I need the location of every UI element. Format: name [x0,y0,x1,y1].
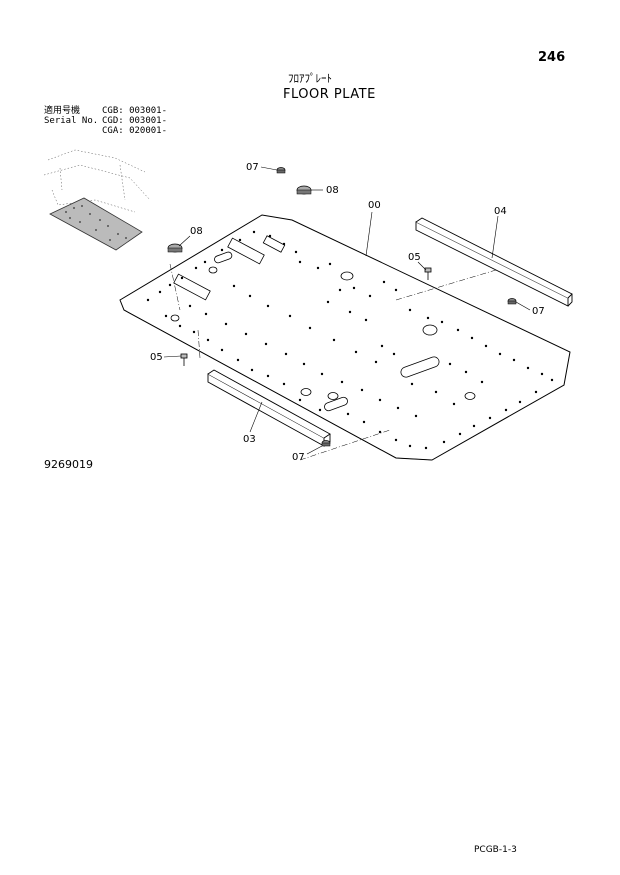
plug-07-right [507,298,517,305]
machine-locator-sketch [43,149,151,213]
document-code: PCGB-1-3 [474,845,517,855]
callout-00: 00 [368,200,381,211]
serial-entry-cgb: CGB: 003001- [102,106,168,116]
rail-04 [415,217,573,307]
callout-07-right: 07 [532,306,545,317]
plug-08-top [296,185,312,195]
bolt-05-left [180,353,188,366]
serial-label-japanese: 適用号機 [44,106,81,116]
callout-03: 03 [243,434,256,445]
serial-entry-cgd: CGD: 003001- [102,116,168,126]
floor-plate-00 [119,214,571,461]
serial-label-english: Serial No. [44,116,99,126]
callout-08-left: 08 [190,226,203,237]
title-japanese: ﾌﾛｱﾌﾟﾚｰﾄ [288,72,332,85]
callout-07-bottom: 07 [292,452,305,463]
title-english: FLOOR PLATE [283,87,376,102]
drawing-code: 9269019 [44,458,93,471]
locator-plate-highlight [49,197,143,251]
page-number: 246 [538,50,566,65]
callout-07-top: 07 [246,162,259,173]
callout-08-top: 08 [326,185,339,196]
callout-05-left: 05 [150,352,163,363]
serial-entry-cga: CGA: 020001- [102,126,168,136]
callout-04: 04 [494,206,507,217]
plug-07-top [276,167,286,174]
plug-08-left [167,243,183,253]
leader-lines [163,166,531,455]
bolt-05-right [424,267,432,280]
callout-05-right: 05 [408,252,421,263]
plug-07-bottom [321,440,331,447]
